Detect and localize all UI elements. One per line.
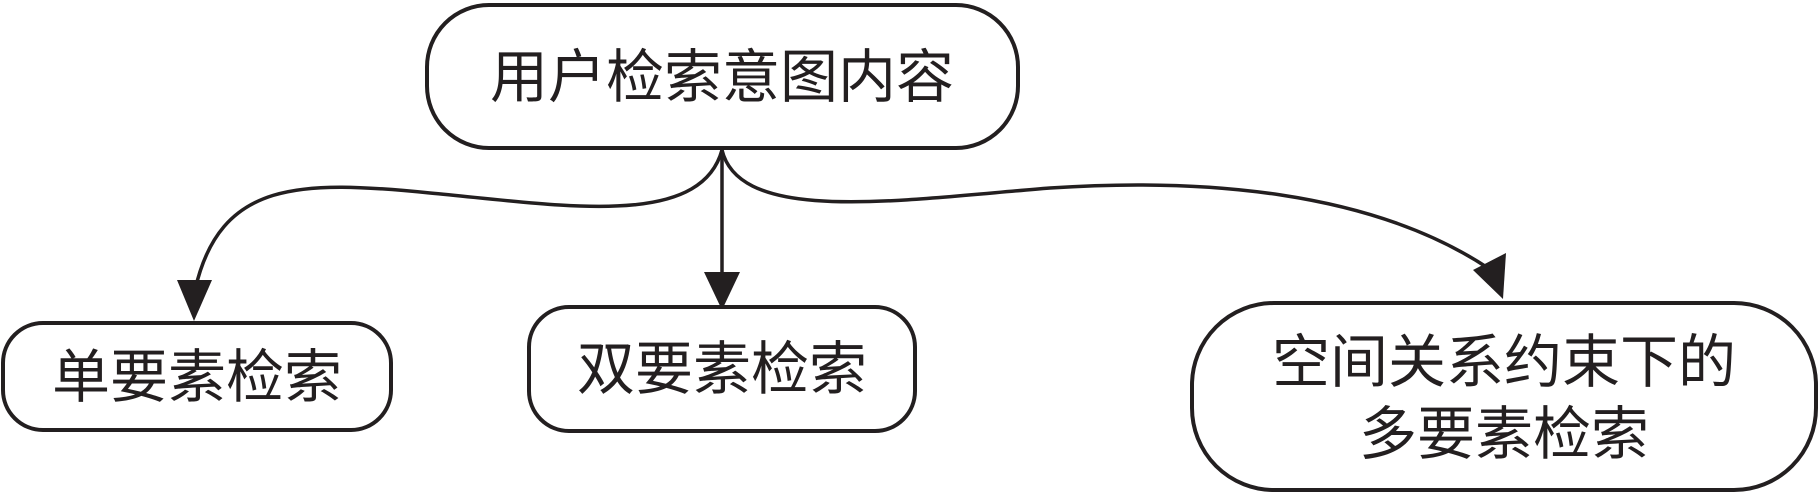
- node-double: 双要素检索: [527, 305, 917, 433]
- node-multi: 空间关系约束下的 多要素检索: [1190, 301, 1818, 492]
- edge-to-single-arrowhead: [177, 280, 212, 321]
- edge-to-multi-arrowhead: [1473, 253, 1506, 299]
- node-single-box: [1, 321, 393, 432]
- edge-to-single: [193, 149, 724, 291]
- node-single-label: 单要素检索: [52, 343, 342, 411]
- node-root: 用户检索意图内容: [425, 3, 1020, 150]
- node-root-label: 用户检索意图内容: [490, 43, 954, 111]
- node-multi-label-line2: 多要素检索: [1359, 400, 1649, 468]
- node-double-label: 双要素检索: [577, 335, 867, 403]
- edge-to-multi: [720, 149, 1489, 270]
- edge-to-double-arrowhead: [704, 272, 740, 310]
- node-multi-label-line1: 空间关系约束下的: [1272, 328, 1736, 396]
- node-single: 单要素检索: [1, 321, 393, 432]
- node-double-box: [527, 305, 917, 433]
- node-root-box: [425, 3, 1020, 150]
- node-multi-box: [1190, 301, 1818, 492]
